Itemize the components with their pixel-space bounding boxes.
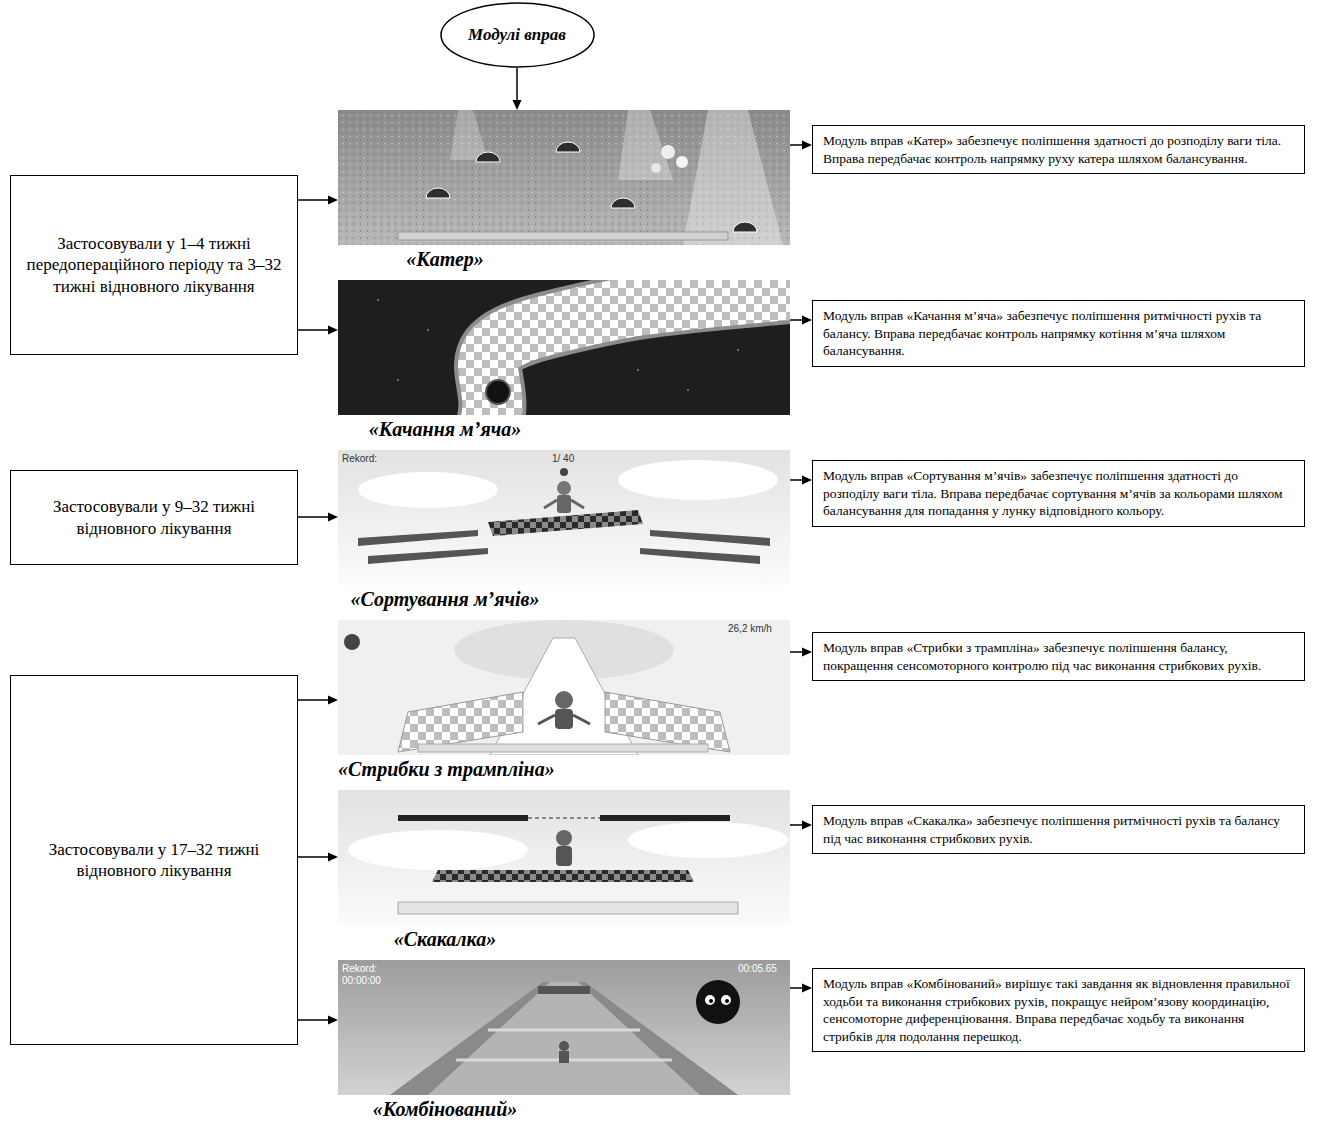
arrow-head xyxy=(802,476,812,485)
description-box: Модуль вправ «Скакалка» забезпечує поліп… xyxy=(812,805,1305,854)
arrow-head xyxy=(802,141,812,150)
description-text: Модуль вправ «Сортування м’ячів» забезпе… xyxy=(823,467,1294,520)
ball-roll-screenshot xyxy=(338,280,790,415)
connector-arrow xyxy=(790,984,812,993)
arrow-head xyxy=(328,196,338,205)
description-box: Модуль вправ «Комбінований» вирішує такі… xyxy=(812,968,1305,1052)
screenshot-frame: «Катер» xyxy=(338,110,790,245)
period-text: Застосовували у 9–32 тижні відновного лі… xyxy=(23,496,285,539)
period-text: Застосовували у 1–4 тижні передопераційн… xyxy=(23,233,285,297)
connector-line xyxy=(516,68,518,102)
connector-line xyxy=(790,651,804,653)
screenshot-title: «Катер» xyxy=(406,247,484,271)
arrow-head xyxy=(328,1016,338,1025)
connector-arrow xyxy=(513,68,522,110)
connector-arrow xyxy=(298,853,338,862)
start-ellipse: Модулі вправ xyxy=(440,2,595,68)
screenshot-title: «Комбінований» xyxy=(373,1097,518,1121)
arrow-head xyxy=(328,513,338,522)
screenshot-frame: «Качання м’яча» xyxy=(338,280,790,415)
arrow-head xyxy=(802,648,812,657)
description-text: Модуль вправ «Катер» забезпечує поліпшен… xyxy=(823,132,1294,167)
connector-arrow xyxy=(790,821,812,830)
ellipse-label: Модулі вправ xyxy=(468,25,566,45)
connector-line xyxy=(790,479,804,481)
screenshot-frame: «Стрибки з трампліна» xyxy=(338,620,790,755)
screenshot-frame: «Сортування м’ячів» xyxy=(338,450,790,585)
description-box: Модуль вправ «Сортування м’ячів» забезпе… xyxy=(812,460,1305,527)
description-text: Модуль вправ «Комбінований» вирішує такі… xyxy=(823,975,1294,1045)
period-box: Застосовували у 9–32 тижні відновного лі… xyxy=(10,470,298,565)
boat-screenshot xyxy=(338,110,790,245)
screenshot-frame: «Комбінований» xyxy=(338,960,790,1095)
connector-line xyxy=(790,319,804,321)
screenshot-title: «Сортування м’ячів» xyxy=(350,587,539,611)
connector-arrow xyxy=(790,141,812,150)
connector-arrow xyxy=(298,513,338,522)
screen-label: 1/ 40 xyxy=(552,453,574,464)
jump-rope-screenshot xyxy=(338,790,790,925)
arrow-head xyxy=(802,984,812,993)
connector-line xyxy=(790,987,804,989)
screenshot-title: «Качання м’яча» xyxy=(369,417,521,441)
arrow-head xyxy=(802,821,812,830)
screen-label: 00:05.65 xyxy=(738,963,777,974)
connector-arrow xyxy=(298,1016,338,1025)
connector-line xyxy=(298,856,330,858)
connector-arrow xyxy=(790,316,812,325)
arrow-head xyxy=(513,100,522,110)
ball-sort-screenshot xyxy=(338,450,790,585)
screen-label: Rekord: xyxy=(342,963,377,974)
description-text: Модуль вправ «Качання м’яча» забезпечує … xyxy=(823,307,1294,360)
connector-line xyxy=(298,199,330,201)
ski-jump-screenshot xyxy=(338,620,790,755)
description-box: Модуль вправ «Качання м’яча» забезпечує … xyxy=(812,300,1305,367)
arrow-head xyxy=(328,326,338,335)
arrow-head xyxy=(328,853,338,862)
screenshot-title: «Стрибки з трампліна» xyxy=(338,757,555,781)
connector-arrow xyxy=(790,648,812,657)
connector-line xyxy=(298,1019,330,1021)
description-box: Модуль вправ «Стрибки з трампліна» забез… xyxy=(812,632,1305,681)
description-box: Модуль вправ «Катер» забезпечує поліпшен… xyxy=(812,125,1305,174)
connector-line xyxy=(298,329,330,331)
period-box: Застосовували у 17–32 тижні відновного л… xyxy=(10,675,298,1045)
connector-arrow xyxy=(298,326,338,335)
description-text: Модуль вправ «Скакалка» забезпечує поліп… xyxy=(823,812,1294,847)
screen-label: Rekord: xyxy=(342,453,377,464)
period-text: Застосовували у 17–32 тижні відновного л… xyxy=(23,839,285,882)
combined-screenshot xyxy=(338,960,790,1095)
screenshot-frame: «Скакалка» xyxy=(338,790,790,925)
connector-arrow xyxy=(790,476,812,485)
screen-label: 00:00:00 xyxy=(342,975,381,986)
arrow-head xyxy=(328,696,338,705)
screen-label: 26,2 km/h xyxy=(728,623,772,634)
connector-arrow xyxy=(298,696,338,705)
connector-line xyxy=(790,144,804,146)
connector-arrow xyxy=(298,196,338,205)
description-text: Модуль вправ «Стрибки з трампліна» забез… xyxy=(823,639,1294,674)
arrow-head xyxy=(802,316,812,325)
connector-line xyxy=(298,516,330,518)
screenshot-title: «Скакалка» xyxy=(394,927,497,951)
ellipse-shape xyxy=(441,3,594,67)
connector-line xyxy=(790,824,804,826)
connector-line xyxy=(298,699,330,701)
period-box: Застосовували у 1–4 тижні передопераційн… xyxy=(10,175,298,355)
